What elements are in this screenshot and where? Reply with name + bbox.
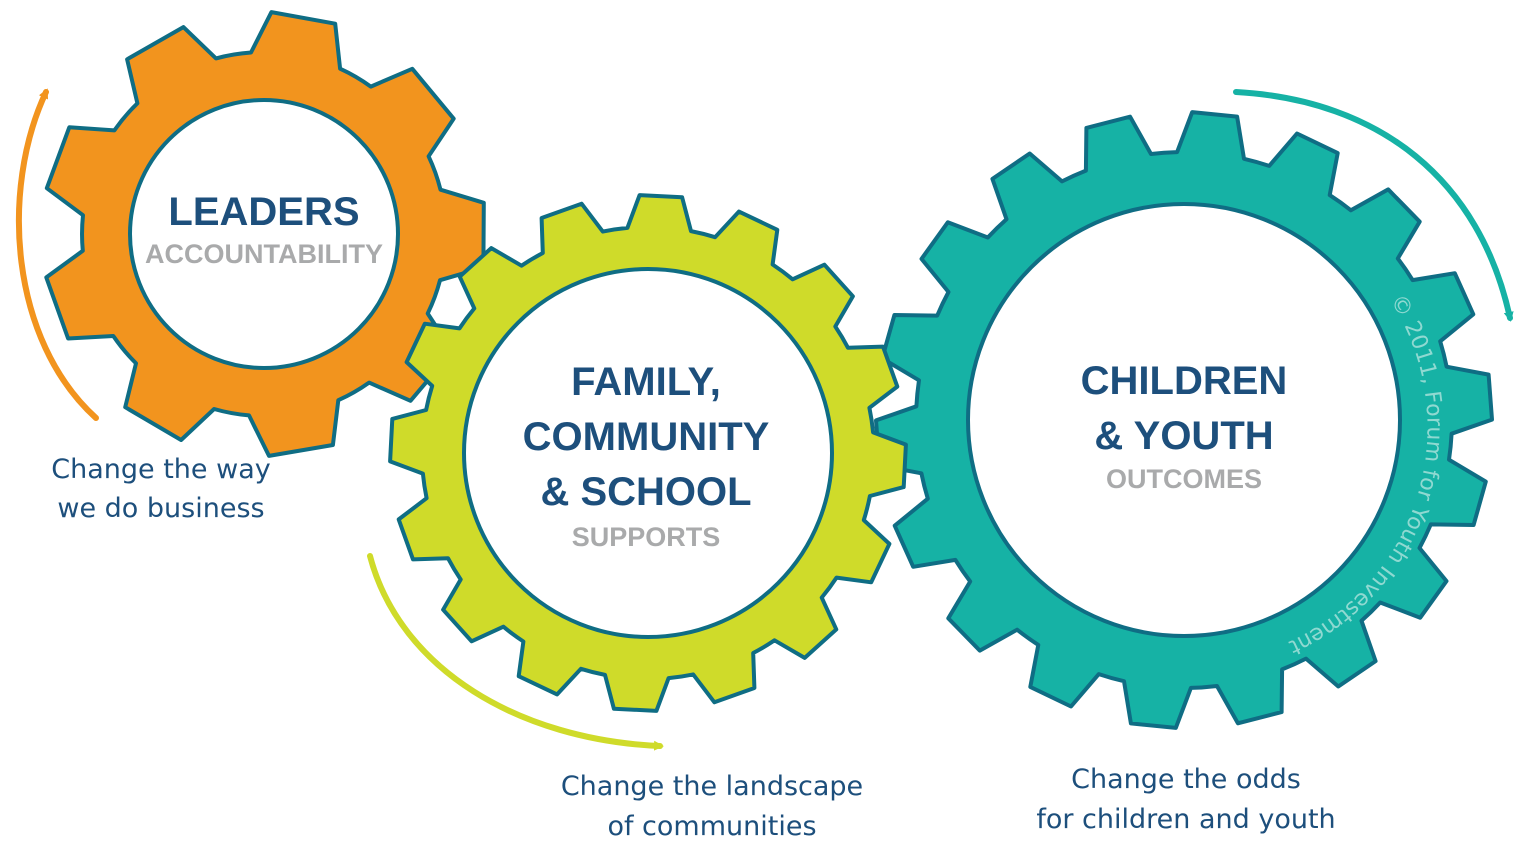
family-caption-line-1: Change the landscape [561, 771, 863, 802]
leaders-caption-line-2: we do business [57, 493, 264, 524]
family-title-line-1: FAMILY, [571, 360, 721, 404]
leaders-subtitle: ACCOUNTABILITY [145, 239, 383, 269]
leaders-gear [44, 10, 486, 458]
children-caption-line-1: Change the odds [1071, 764, 1301, 795]
family-subtitle: SUPPORTS [572, 522, 721, 552]
children-caption-line-2: for children and youth [1036, 804, 1335, 835]
children-gear [874, 110, 1494, 730]
family-rotation-arrow [367, 553, 664, 751]
children-title-line-2: & YOUTH [1094, 414, 1273, 458]
children-title-line-1: CHILDREN [1081, 359, 1288, 403]
family-title-line-2: COMMUNITY [523, 415, 770, 459]
family-gear [388, 193, 908, 713]
children-gear-hub [966, 202, 1402, 638]
leaders-title: LEADERS [168, 190, 359, 234]
leaders-gear-hub [128, 98, 400, 370]
leaders-rotation-arrow [15, 88, 99, 421]
family-caption-line-2: of communities [607, 811, 816, 842]
family-gear-hub [462, 267, 834, 639]
children-rotation-arrow [1233, 89, 1514, 322]
children-subtitle: OUTCOMES [1106, 464, 1262, 494]
family-title-line-3: & SCHOOL [540, 470, 751, 514]
leaders-caption-line-1: Change the way [51, 454, 270, 485]
